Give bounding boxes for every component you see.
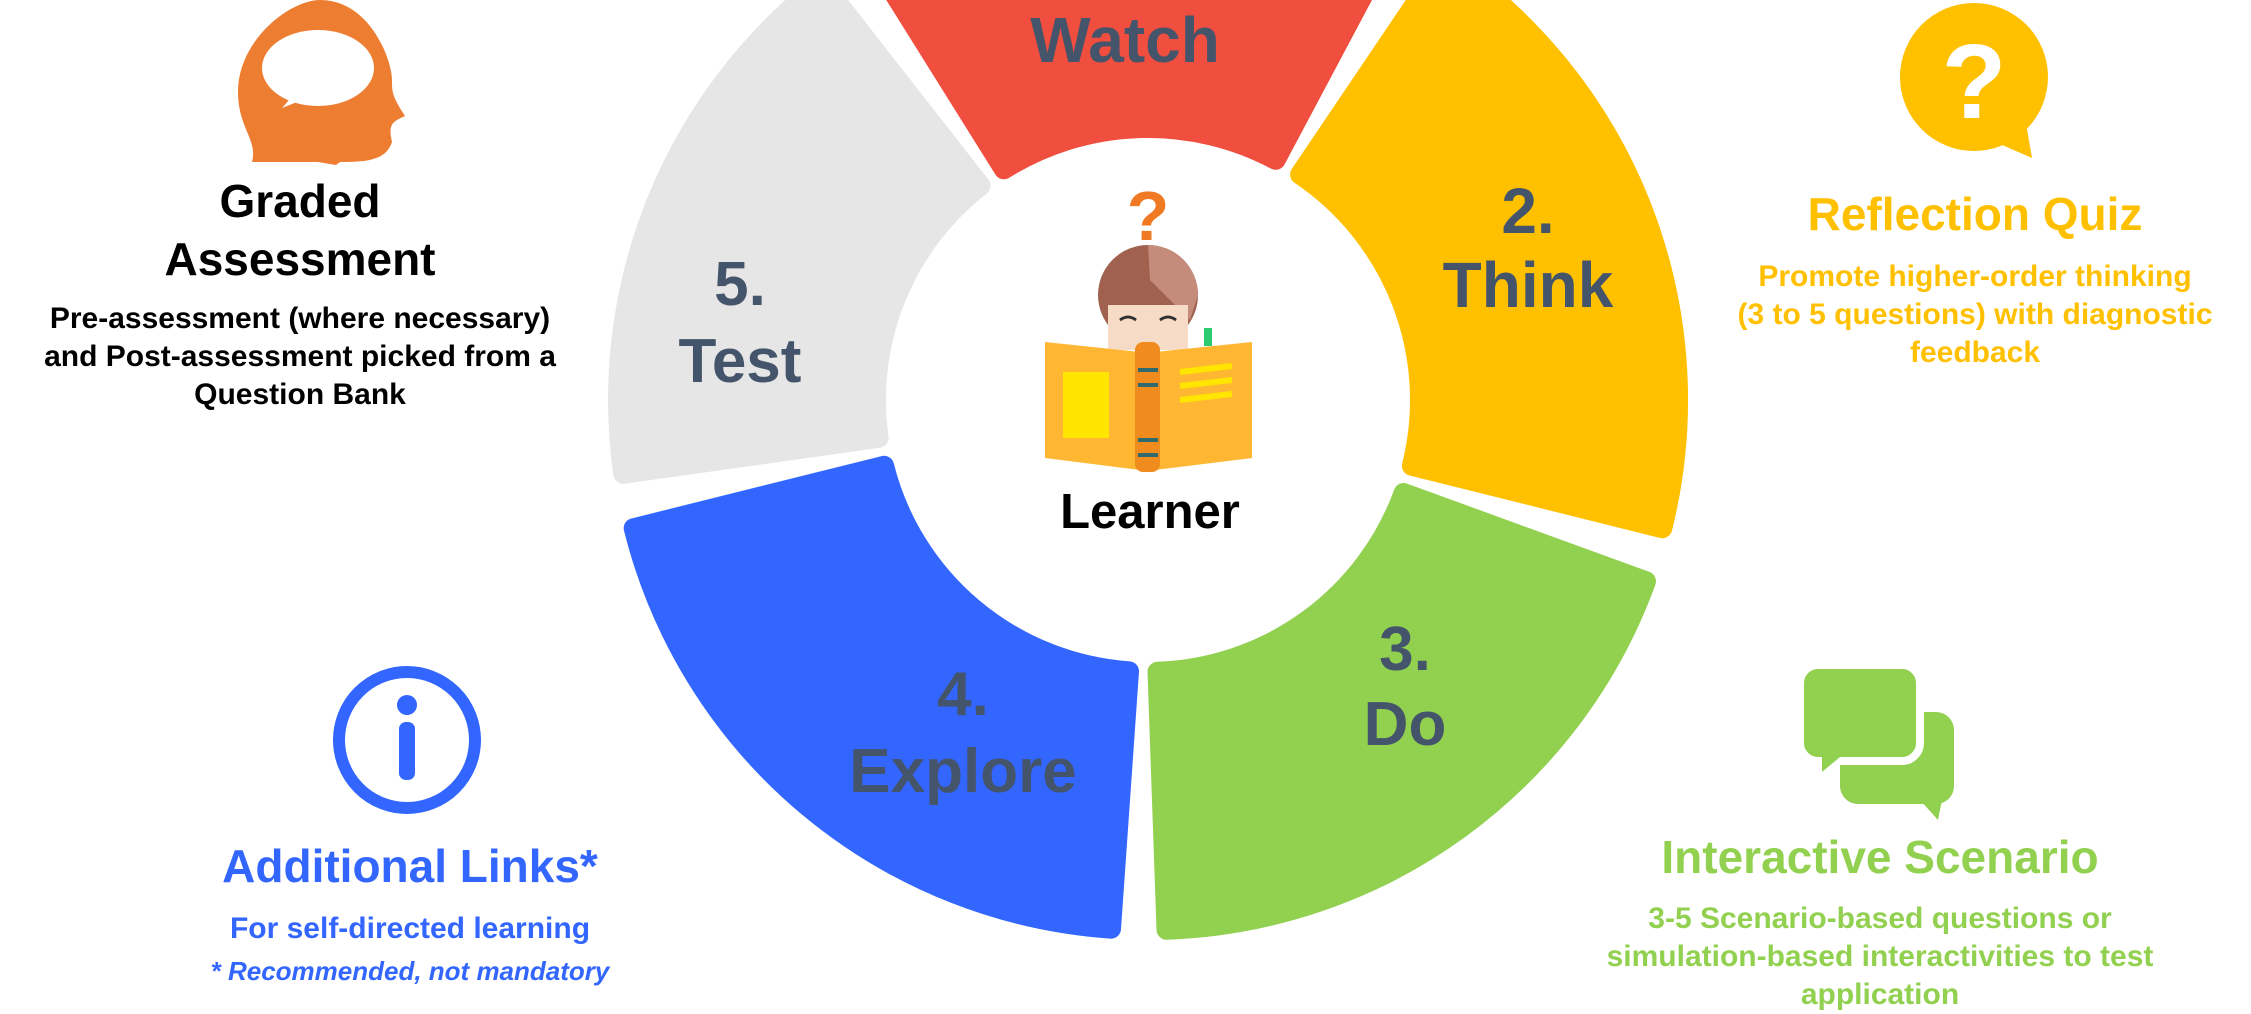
scenario-desc-line2: simulation-based interactivities to test <box>1606 940 2154 973</box>
segment-do-label: Do <box>1364 690 1447 759</box>
segment-explore-number: 4. <box>937 660 989 729</box>
additional-links-block: Additional Links* For self-directed lear… <box>110 835 710 993</box>
segment-think-number: 2. <box>1501 175 1554 247</box>
reflection-title: Reflection Quiz <box>1807 188 2143 240</box>
segment-watch <box>886 0 1372 180</box>
interactive-scenario-block: Interactive Scenario 3-5 Scenario-based … <box>1560 826 2200 1014</box>
segment-watch-label: Watch <box>1030 4 1220 76</box>
svg-text:?: ? <box>1942 23 2007 141</box>
graded-title-line1: Graded <box>219 175 381 227</box>
graded-desc-line2: and Post-assessment picked from a <box>44 340 556 373</box>
segment-do-number: 3. <box>1379 615 1431 684</box>
reflection-quiz-block: Reflection Quiz Promote higher-order thi… <box>1700 182 2250 372</box>
graded-title-line2: Assessment <box>164 233 436 285</box>
reflection-desc-line3: feedback <box>1909 336 2041 369</box>
scenario-title: Interactive Scenario <box>1661 831 2099 883</box>
links-title: Additional Links* <box>222 840 598 892</box>
svg-text:?: ? <box>1127 177 1170 255</box>
reflection-desc-line2: (3 to 5 questions) with diagnostic <box>1737 298 2213 331</box>
segment-think-label: Think <box>1443 249 1614 321</box>
reflection-desc-line1: Promote higher-order thinking <box>1758 260 2192 293</box>
scenario-desc-line3: application <box>1800 978 1960 1011</box>
chat-bubbles-icon <box>1796 661 1954 820</box>
graded-desc-line1: Pre-assessment (where necessary) <box>49 302 551 335</box>
links-note: * Recommended, not mandatory <box>210 956 610 986</box>
learner-label: Learner <box>1060 485 1240 539</box>
segment-test-number: 5. <box>714 250 766 319</box>
graded-assessment-block: Graded Assessment Pre-assessment (where … <box>0 172 600 414</box>
links-desc: For self-directed learning <box>229 912 591 945</box>
learner-reading-icon: ? <box>1045 177 1252 472</box>
segment-test-label: Test <box>679 327 802 396</box>
info-icon <box>333 666 481 814</box>
segment-explore-label: Explore <box>849 737 1076 806</box>
graded-desc-line3: Question Bank <box>194 378 406 411</box>
head-brain-icon <box>238 0 405 165</box>
segment-explore <box>623 455 1139 939</box>
segment-test <box>608 0 991 484</box>
segment-think <box>1290 0 1689 539</box>
question-bubble-icon: ? <box>1900 3 2048 158</box>
segment-do <box>1147 483 1656 940</box>
scenario-desc-line1: 3-5 Scenario-based questions or <box>1648 902 2112 935</box>
